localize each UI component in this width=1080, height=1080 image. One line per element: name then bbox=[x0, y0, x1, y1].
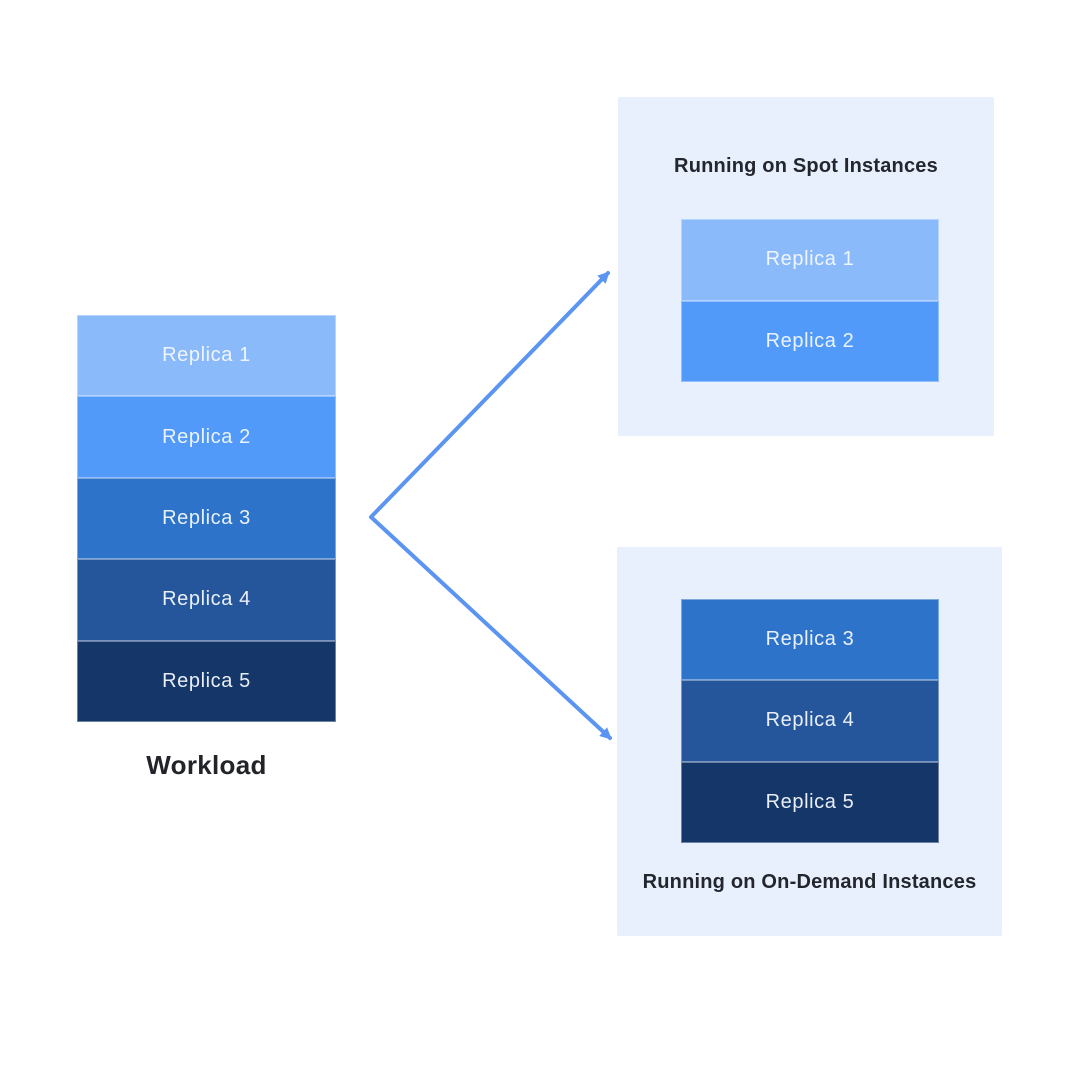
spot-replica-box-2: Replica 2 bbox=[681, 300, 939, 382]
spot-replica-stack: Replica 1 Replica 2 bbox=[681, 219, 939, 382]
ondemand-replica-stack: Replica 3 Replica 4 Replica 5 bbox=[681, 599, 939, 843]
spot-replica-box-1: Replica 1 bbox=[681, 219, 939, 301]
replica-box-5: Replica 5 bbox=[77, 640, 336, 723]
replica-box-2: Replica 2 bbox=[77, 396, 336, 478]
ondemand-replica-box-5: Replica 5 bbox=[681, 761, 939, 843]
spot-instances-panel: Running on Spot Instances Replica 1 Repl… bbox=[618, 97, 994, 436]
ondemand-panel-title: Running on On-Demand Instances bbox=[642, 871, 977, 893]
ondemand-replica-box-3: Replica 3 bbox=[681, 599, 939, 681]
replica-box-3: Replica 3 bbox=[77, 477, 336, 560]
ondemand-instances-panel: Replica 3 Replica 4 Replica 5 Running on… bbox=[617, 547, 1002, 936]
spot-panel-title: Running on Spot Instances bbox=[674, 155, 938, 177]
workload-stack: Replica 1 Replica 2 Replica 3 Replica 4 … bbox=[77, 315, 336, 723]
arrow-to-ondemand-icon bbox=[369, 515, 612, 740]
ondemand-replica-box-4: Replica 4 bbox=[681, 680, 939, 762]
workload-label: Workload bbox=[146, 750, 267, 780]
replica-box-1: Replica 1 bbox=[77, 315, 336, 397]
arrow-to-spot-icon bbox=[369, 271, 610, 519]
replica-box-4: Replica 4 bbox=[77, 559, 336, 641]
